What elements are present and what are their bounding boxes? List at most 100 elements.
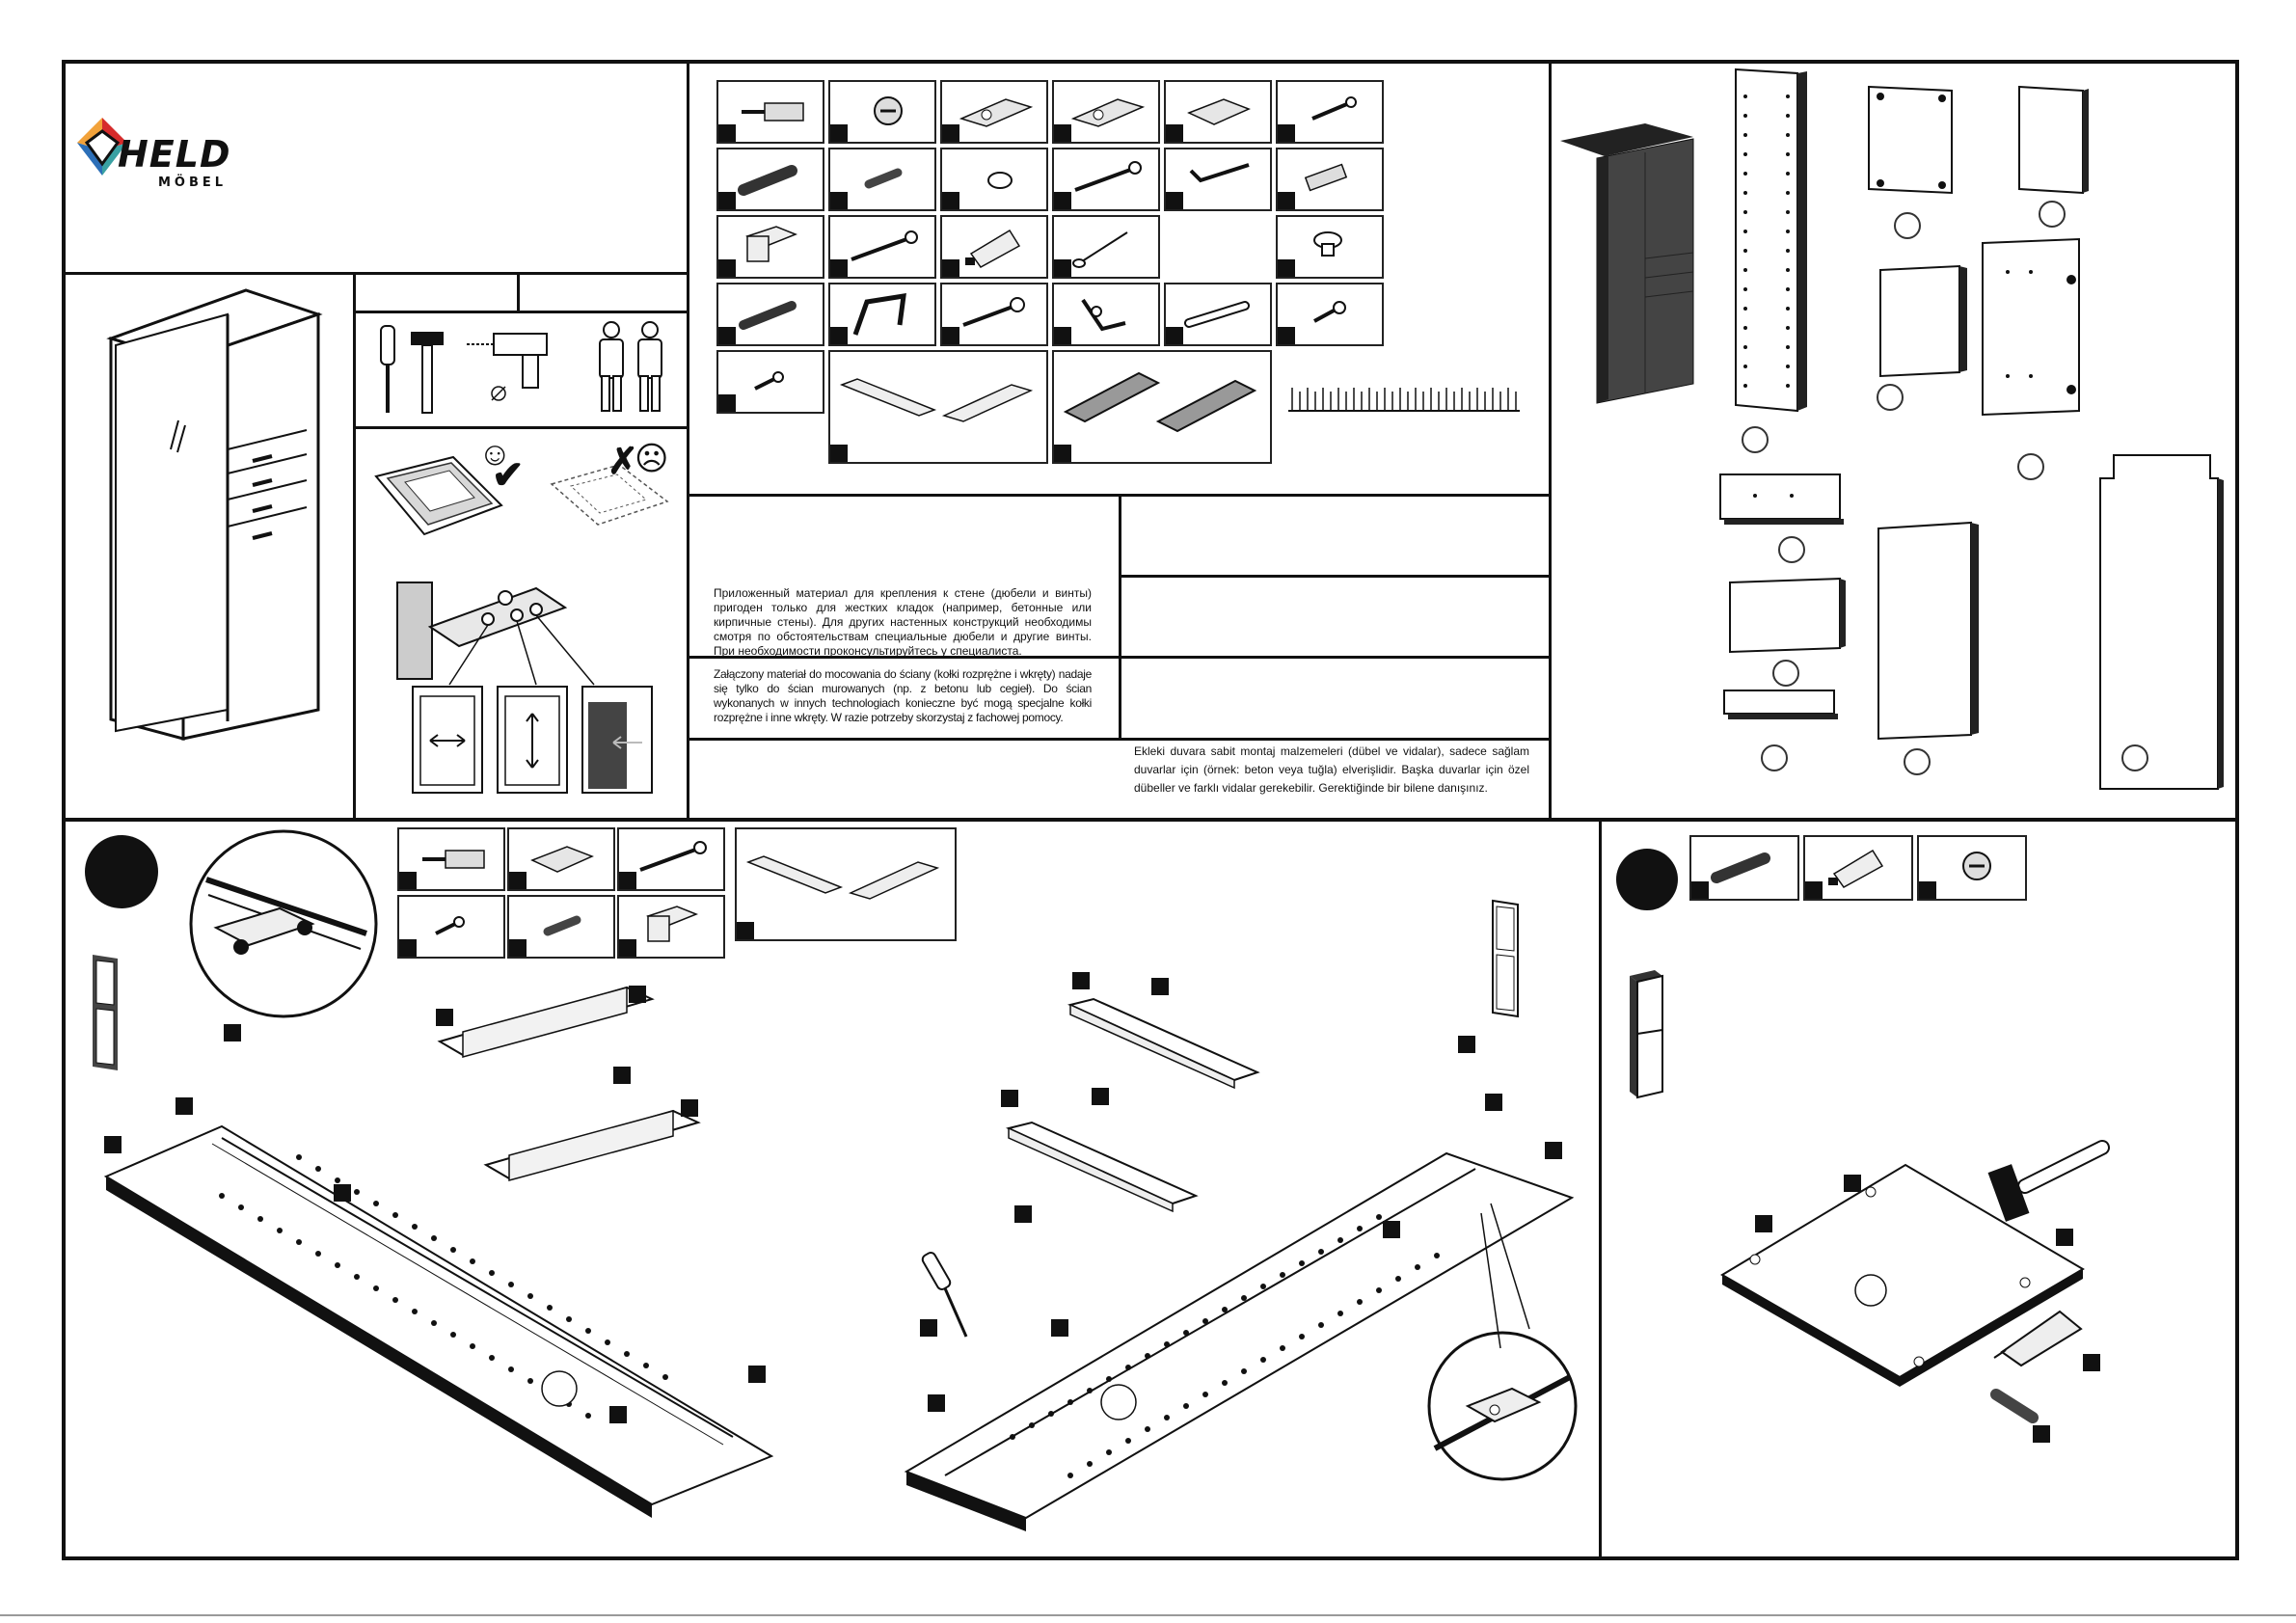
- wood-dowel-icon: [738, 165, 797, 196]
- hammer-icon: [411, 332, 444, 414]
- hardware-item-nail: [1052, 215, 1160, 279]
- drawer-runner-icon: [839, 378, 1034, 422]
- screw-icon: [1313, 301, 1346, 323]
- step-part-dowel-screw: [397, 827, 505, 891]
- hardware-item-wall-plug: [1276, 148, 1384, 211]
- hammer-tool: [1987, 1140, 2110, 1222]
- hinge-icon: [959, 98, 1034, 127]
- panel-drawer-bottom: [1723, 690, 1838, 719]
- callout-marker: [1844, 1175, 1861, 1192]
- two-people-icon: [599, 321, 662, 412]
- carpet-ok-illustration: [374, 455, 503, 536]
- drawer-side-icon: [1063, 371, 1257, 433]
- mount-plate-icon: [1187, 98, 1251, 125]
- bracket-icon: [646, 906, 699, 942]
- smiley-happy-icon: ☺: [478, 436, 512, 473]
- wall-plug-icon: [1304, 163, 1348, 192]
- hardware-item-bar: [1164, 283, 1272, 346]
- shelf-pin-icon: [543, 915, 581, 936]
- brand-name: HELD: [118, 133, 231, 176]
- step-2-badge: [1616, 849, 1678, 910]
- panel-drawer-front: [1729, 577, 1846, 654]
- hardware-item-screw-long: [1052, 148, 1160, 211]
- step2-part-dowel: [1689, 835, 1799, 901]
- divider: [687, 656, 1551, 659]
- floor-bad-illustration: [550, 464, 669, 526]
- brand-sub: MÖBEL: [158, 176, 228, 190]
- side-panel-thumbnail: [1630, 970, 1663, 1099]
- screwdriver-tool: [921, 1252, 968, 1338]
- callout-marker: [1545, 1142, 1562, 1159]
- hardware-item-cap: [940, 148, 1048, 211]
- notice-polish: Załączony materiał do mocowania do ścian…: [714, 667, 1092, 724]
- clip-icon: [1081, 298, 1126, 332]
- notice-turkish: Ekleki duvara sabit montaj malzemeleri (…: [1134, 744, 1529, 795]
- callout-marker: [1072, 972, 1090, 989]
- handle-icon: [852, 293, 906, 336]
- wood-dowel-icon: [739, 301, 797, 330]
- step2-part-cam-lock: [1917, 835, 2027, 901]
- cabinet-3d-illustration: [1560, 123, 1694, 404]
- screw-icon: [1311, 96, 1357, 121]
- hinge-icon: [1070, 98, 1146, 127]
- divider: [353, 311, 689, 313]
- side-panel-with-holes: [1735, 68, 1807, 413]
- glue-tube-icon: [965, 229, 1021, 268]
- step-part-shelf-pin: [507, 895, 615, 959]
- hardware-item-clip: [1052, 283, 1160, 346]
- wood-dowel-icon: [1711, 852, 1770, 883]
- part-label-circle: [1877, 384, 1904, 411]
- hardware-item-drawer-runners: [828, 350, 1048, 464]
- callout-marker: [613, 1067, 631, 1084]
- callout-marker: [1383, 1221, 1400, 1238]
- bar-icon: [1184, 301, 1250, 328]
- callout-marker: [104, 1136, 122, 1153]
- drill-icon: [467, 333, 548, 401]
- callout-marker: [609, 1406, 627, 1423]
- hardware-item-screw-c: [828, 215, 936, 279]
- panel-rail: [1719, 473, 1844, 525]
- panel-top: [1868, 85, 1953, 195]
- callout-marker: [1092, 1088, 1109, 1105]
- callout-marker: [928, 1394, 945, 1412]
- callout-marker: [334, 1184, 351, 1202]
- bottom-rule: [0, 1614, 2296, 1616]
- cover-cap-icon: [987, 172, 1013, 189]
- hinge-adjustment-illustration: [396, 582, 653, 794]
- hardware-item-hinge-b: [1052, 80, 1160, 144]
- screw-icon: [851, 230, 918, 261]
- cam-lock-icon: [874, 96, 903, 125]
- dowel-tool: [1990, 1389, 2039, 1423]
- divider: [517, 272, 520, 311]
- divider: [1599, 818, 1602, 1560]
- drawer-runner-left-a: [437, 986, 655, 1058]
- measuring-ruler-icon: [1288, 388, 1520, 412]
- callout-marker: [1001, 1090, 1018, 1107]
- allen-key-icon: [1189, 163, 1250, 183]
- bumper-icon: [1313, 231, 1342, 257]
- drawer-runner-left-b: [483, 1109, 701, 1181]
- step-1-badge: [85, 835, 158, 908]
- callout-marker: [1755, 1215, 1772, 1232]
- hardware-item-glue: [940, 215, 1048, 279]
- callout-marker: [2033, 1425, 2050, 1443]
- hardware-item-allen-key: [1164, 148, 1272, 211]
- callout-marker: [1051, 1319, 1068, 1337]
- step-part-mount-plate: [507, 827, 615, 891]
- callout-marker: [2056, 1229, 2073, 1246]
- drawer-runner-right-a: [1067, 997, 1260, 1090]
- divider: [1119, 494, 1121, 741]
- screw-icon: [1074, 161, 1142, 192]
- hardware-item-drawer-sides: [1052, 350, 1272, 464]
- tools-panel: [359, 318, 687, 422]
- part-label-circle: [2017, 453, 2044, 480]
- step-part-drawer-runners: [735, 827, 957, 941]
- side-panel-thumbnail: [1492, 899, 1519, 1018]
- cam-lock-icon: [1962, 852, 1991, 880]
- hardware-grid: [714, 77, 1520, 473]
- hardware-item-dowel-screw: [716, 80, 824, 144]
- side-board-left-assembly: [103, 1124, 774, 1518]
- callout-marker: [2083, 1354, 2100, 1371]
- callout-marker: [1014, 1205, 1032, 1223]
- divider: [687, 738, 1551, 741]
